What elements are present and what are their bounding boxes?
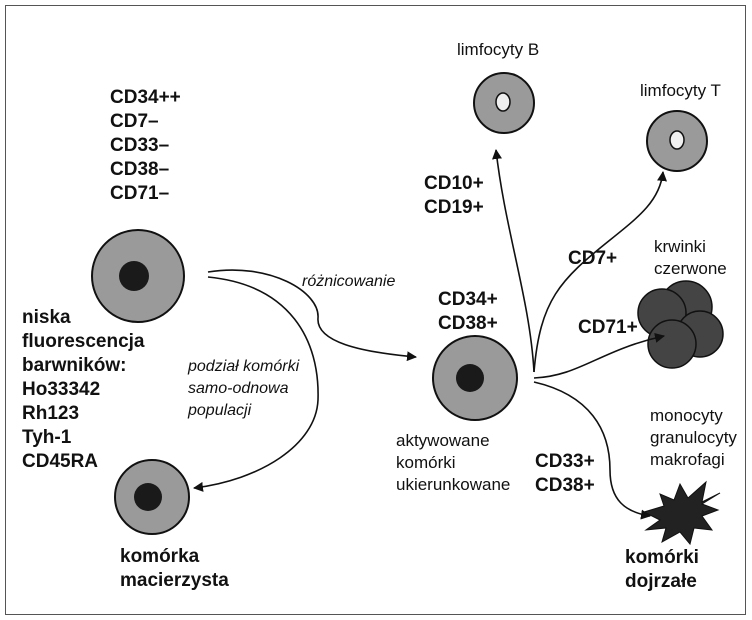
rbc-label: krwinki czerwone [654, 236, 727, 280]
mature-cells-label: komórki dojrzałe [625, 546, 699, 594]
myeloid-label-line: monocyty [650, 406, 723, 425]
stem-cell-label-line: komórka [120, 546, 200, 567]
marker-label: CD38– [110, 159, 170, 180]
myeloid-label: monocyty granulocyty makrofagi [650, 405, 737, 471]
dye-line: niska [22, 307, 71, 328]
rbc-marker: CD71+ [578, 317, 638, 338]
marker-label: CD34++ [110, 87, 181, 108]
marker-label: CD71– [110, 183, 170, 204]
t-lymphocyte-marker: CD7+ [568, 248, 618, 269]
committed-cell-label: aktywowane komórki ukierunkowane [396, 430, 510, 496]
stem-cell-label: komórka macierzysta [120, 545, 229, 593]
mature-label-line: dojrzałe [625, 571, 697, 592]
red-blood-cells [637, 280, 724, 369]
dye-line: fluorescencja [22, 331, 145, 352]
committed-cell [432, 335, 518, 421]
committed-label-line: komórki [396, 453, 456, 472]
marker-label: CD38+ [535, 475, 595, 496]
rbc-label-line: czerwone [654, 259, 727, 278]
b-lymphocyte-cell [473, 72, 535, 134]
self-renewal-label: podział komórki samo-odnowa populacji [188, 356, 299, 422]
b-lymphocyte-markers: CD10+ CD19+ [424, 172, 484, 220]
self-renewal-line: samo-odnowa [188, 380, 289, 397]
rbc-arrow [533, 333, 665, 379]
daughter-stem-cell [114, 459, 190, 535]
mature-cell [642, 480, 721, 546]
self-renewal-arrow [193, 276, 319, 492]
myeloid-markers: CD33+ CD38+ [535, 450, 595, 498]
dye-line: Rh123 [22, 403, 80, 424]
marker-label: CD34+ [438, 289, 498, 310]
rbc-label-line: krwinki [654, 237, 706, 256]
dye-line: barwników: [22, 355, 127, 376]
differentiation-arrow [207, 269, 417, 362]
differentiation-label: różnicowanie [302, 273, 396, 290]
self-renewal-line: populacji [188, 402, 252, 419]
self-renewal-line: podział komórki [188, 358, 300, 375]
stem-cell-label-line: macierzysta [120, 570, 229, 591]
dye-fluorescence-label: niska fluorescencja barwników: Ho33342 R… [22, 306, 145, 474]
diagram-frame [5, 5, 746, 615]
marker-label: CD33+ [535, 451, 595, 472]
t-lymphocyte-cell [646, 110, 708, 172]
marker-label: CD10+ [424, 173, 484, 194]
myeloid-arrow [533, 381, 651, 520]
marker-label: CD38+ [438, 313, 498, 334]
myeloid-label-line: makrofagi [650, 450, 725, 469]
myeloid-label-line: granulocyty [650, 428, 737, 447]
marker-label: CD33– [110, 135, 170, 156]
committed-label-line: ukierunkowane [396, 475, 511, 494]
t-lymphocyte-arrow [533, 171, 668, 373]
marker-label: CD7– [110, 111, 159, 132]
mature-label-line: komórki [625, 547, 699, 568]
stem-cell-markers: CD34++ CD7– CD33– CD38– CD71– [110, 86, 181, 206]
dye-line: Tyh-1 [22, 427, 72, 448]
committed-label-line: aktywowane [396, 431, 490, 450]
t-lymphocyte-label: limfocyty T [640, 81, 721, 100]
dye-line: Ho33342 [22, 379, 101, 400]
stem-cell [91, 229, 185, 323]
committed-cell-markers: CD34+ CD38+ [438, 288, 498, 336]
b-lymphocyte-arrow [492, 149, 535, 373]
b-lymphocyte-label: limfocyty B [457, 40, 540, 59]
dye-line: CD45RA [22, 451, 99, 472]
marker-label: CD19+ [424, 197, 484, 218]
